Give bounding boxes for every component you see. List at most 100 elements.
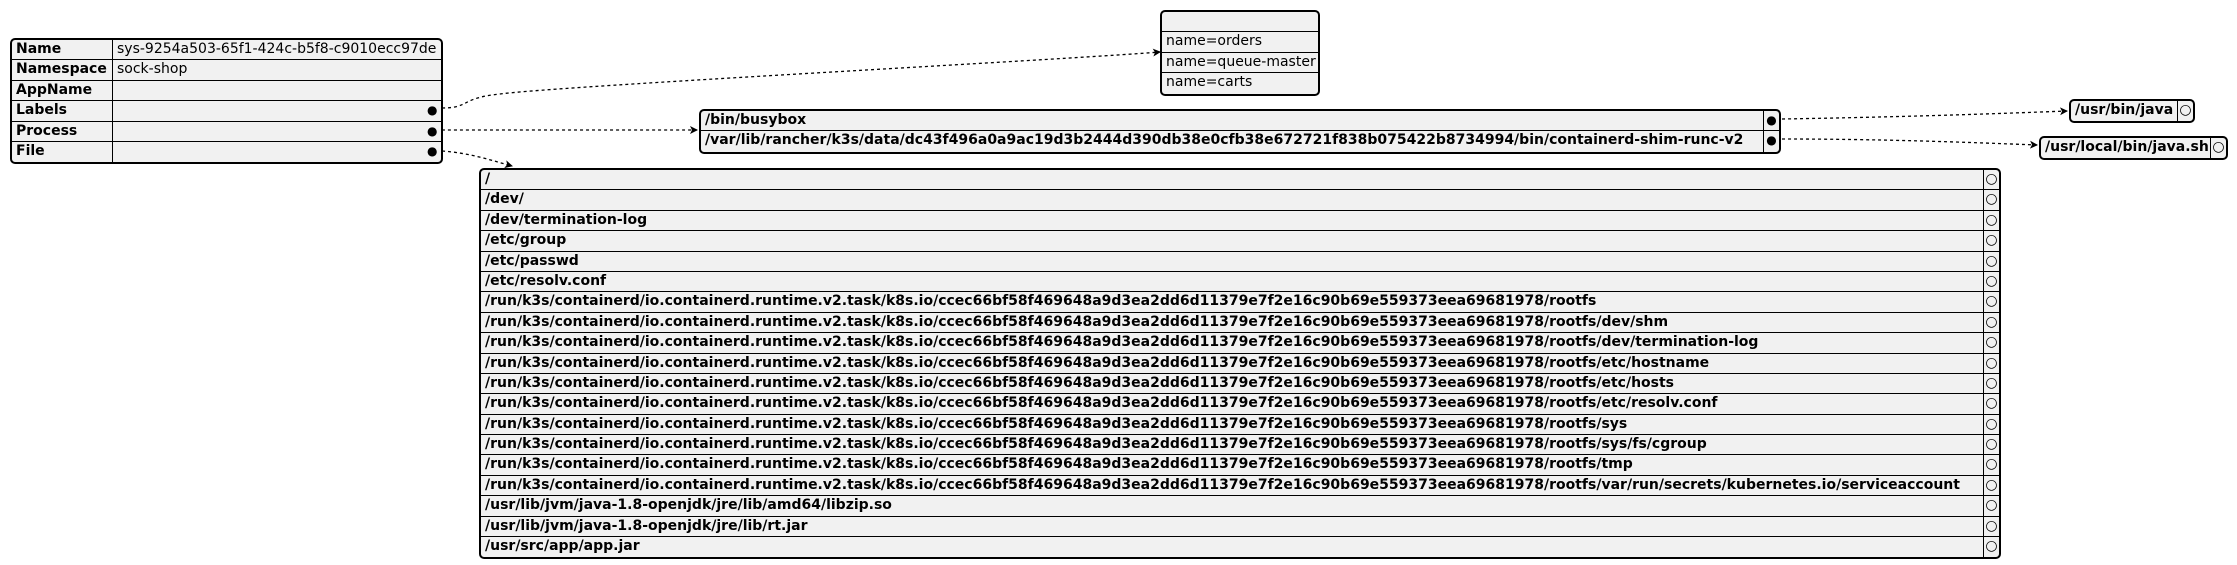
file-row: /run/k3s/containerd/io.containerd.runtim… — [481, 373, 1999, 395]
file-row: /etc/resolv.conf○ — [481, 271, 1999, 293]
file-row: /dev/termination-log ○ — [481, 210, 1999, 232]
file-row: /etc/group ○ — [481, 231, 1999, 252]
child-path: /usr/local/bin/java.sh — [2045, 139, 2209, 155]
file-path: /run/k3s/containerd/io.containerd.runtim… — [485, 395, 1718, 412]
port-dot-icon: ● — [427, 143, 438, 158]
file-row: /etc/passwd ○ — [481, 251, 1999, 272]
file-path: /run/k3s/containerd/io.containerd.runtim… — [485, 354, 1710, 371]
circle-icon: ○ — [1983, 170, 1999, 190]
circle-icon: ○ — [1983, 475, 1999, 496]
circle-icon: ○ — [1983, 516, 1999, 537]
circle-icon: ○ — [2210, 138, 2226, 159]
pod-table: Name sys-9254a503-65f1-424c-b5f8-c9010ec… — [10, 38, 443, 165]
pod-key: Labels — [12, 101, 113, 121]
label-row — [1162, 12, 1318, 33]
file-row: /run/k3s/containerd/io.containerd.runtim… — [481, 292, 1999, 313]
file-path: /usr/src/app/app.jar — [485, 538, 640, 555]
edge-busybox — [1781, 107, 2068, 120]
pod-value — [113, 142, 427, 162]
circle-icon: ○ — [1983, 353, 1999, 373]
file-row: /run/k3s/containerd/io.containerd.runtim… — [481, 353, 1999, 374]
child-row: /usr/bin/java ○ — [2071, 101, 2193, 122]
pod-value — [113, 101, 427, 120]
file-path: /run/k3s/containerd/io.containerd.runtim… — [485, 293, 1597, 310]
port-dot-icon: ● — [427, 103, 438, 118]
pod-row-name: Name sys-9254a503-65f1-424c-b5f8-c9010ec… — [12, 40, 441, 61]
labels-table: name=orders name=queue-master name=carts — [1160, 10, 1320, 96]
circle-icon: ○ — [1983, 373, 1999, 394]
file-path: /usr/lib/jvm/java-1.8-openjdk/jre/lib/rt… — [485, 517, 808, 534]
pod-value — [113, 122, 427, 141]
process-row: /bin/busybox ● — [701, 111, 1779, 132]
file-path: /etc/group — [485, 232, 567, 249]
file-row: /usr/lib/jvm/java-1.8-openjdk/jre/lib/am… — [481, 496, 1999, 517]
file-row: /run/k3s/containerd/io.containerd.runtim… — [481, 455, 1999, 476]
label-value: name=queue-master — [1166, 53, 1316, 70]
edge-shim — [1781, 138, 2038, 149]
file-path: /etc/passwd — [485, 252, 579, 269]
file-row: /run/k3s/containerd/io.containerd.runtim… — [481, 414, 1999, 436]
circle-icon: ○ — [1983, 496, 1999, 516]
port-dot-icon: ● — [1763, 131, 1779, 152]
circle-icon: ○ — [1983, 333, 1999, 353]
label-value — [1162, 12, 1318, 31]
pod-key: Process — [12, 121, 113, 141]
circle-icon: ○ — [2177, 101, 2193, 122]
circle-icon: ○ — [1983, 292, 1999, 312]
child-row: /usr/local/bin/java.sh ○ — [2041, 138, 2226, 159]
file-path: /run/k3s/containerd/io.containerd.runtim… — [485, 334, 1759, 351]
file-row: /run/k3s/containerd/io.containerd.runtim… — [481, 435, 1999, 456]
pod-row-labels: Labels ● — [12, 101, 441, 122]
file-row: /run/k3s/containerd/io.containerd.runtim… — [481, 475, 1999, 497]
port-dot-icon: ● — [1763, 111, 1779, 131]
files-table: /○ /dev/○ /dev/termination-log○ /etc/gro… — [479, 168, 2001, 560]
file-row: /○ — [481, 170, 1999, 191]
circle-icon: ○ — [1983, 537, 1999, 558]
label-row: name=queue-master — [1162, 53, 1318, 74]
file-path: /dev/ — [485, 191, 524, 208]
file-path: /dev/termination-log — [485, 211, 648, 228]
file-path: /usr/lib/jvm/java-1.8-openjdk/jre/lib/am… — [485, 497, 892, 514]
circle-icon: ○ — [1983, 455, 1999, 475]
pod-key: AppName — [12, 80, 113, 101]
circle-icon: ○ — [1983, 271, 1999, 292]
circle-icon: ○ — [1983, 435, 1999, 455]
pod-value: sock-shop — [117, 61, 188, 78]
file-row: /dev/○ — [481, 190, 1999, 211]
child-process-java: /usr/bin/java ○ — [2069, 99, 2195, 124]
pod-row-namespace: Namespace sock-shop — [12, 60, 441, 81]
circle-icon: ○ — [1983, 394, 1999, 414]
circle-icon: ○ — [1983, 251, 1999, 271]
label-value: name=orders — [1166, 33, 1263, 50]
pod-row-appname: AppName — [12, 80, 441, 102]
label-value: name=carts — [1166, 74, 1253, 91]
pod-key: Namespace — [12, 60, 113, 80]
circle-icon: ○ — [1983, 414, 1999, 435]
file-path: / — [485, 171, 491, 187]
pod-value — [113, 81, 441, 100]
label-row: name=orders — [1162, 32, 1318, 53]
file-row: /usr/lib/jvm/java-1.8-openjdk/jre/lib/rt… — [481, 516, 1999, 538]
file-path: /run/k3s/containerd/io.containerd.runtim… — [485, 374, 1675, 391]
file-row: /run/k3s/containerd/io.containerd.runtim… — [481, 394, 1999, 415]
child-path: /usr/bin/java — [2075, 102, 2174, 118]
pod-key: File — [12, 141, 113, 163]
file-path: /run/k3s/containerd/io.containerd.runtim… — [485, 415, 1628, 432]
file-path: /run/k3s/containerd/io.containerd.runtim… — [485, 436, 1707, 453]
pod-value: sys-9254a503-65f1-424c-b5f8-c9010ecc97de — [117, 41, 437, 57]
file-row: /run/k3s/containerd/io.containerd.runtim… — [481, 333, 1999, 354]
pod-row-process: Process ● — [12, 121, 441, 142]
pod-row-file: File ● — [12, 141, 441, 163]
process-path: /var/lib/rancher/k3s/data/dc43f496a0a9ac… — [705, 132, 1744, 149]
file-path: /run/k3s/containerd/io.containerd.runtim… — [485, 476, 1960, 493]
file-path: /run/k3s/containerd/io.containerd.runtim… — [485, 313, 1669, 330]
file-row: /run/k3s/containerd/io.containerd.runtim… — [481, 312, 1999, 334]
file-row: /usr/src/app/app.jar ○ — [481, 537, 1999, 558]
process-table: /bin/busybox ● /var/lib/rancher/k3s/data… — [699, 109, 1781, 154]
circle-icon: ○ — [1983, 231, 1999, 251]
edge-labels — [441, 48, 1161, 109]
edge-file — [441, 150, 513, 169]
circle-icon: ○ — [1983, 210, 1999, 231]
child-process-java-sh: /usr/local/bin/java.sh ○ — [2039, 136, 2228, 161]
label-row: name=carts — [1162, 73, 1318, 93]
